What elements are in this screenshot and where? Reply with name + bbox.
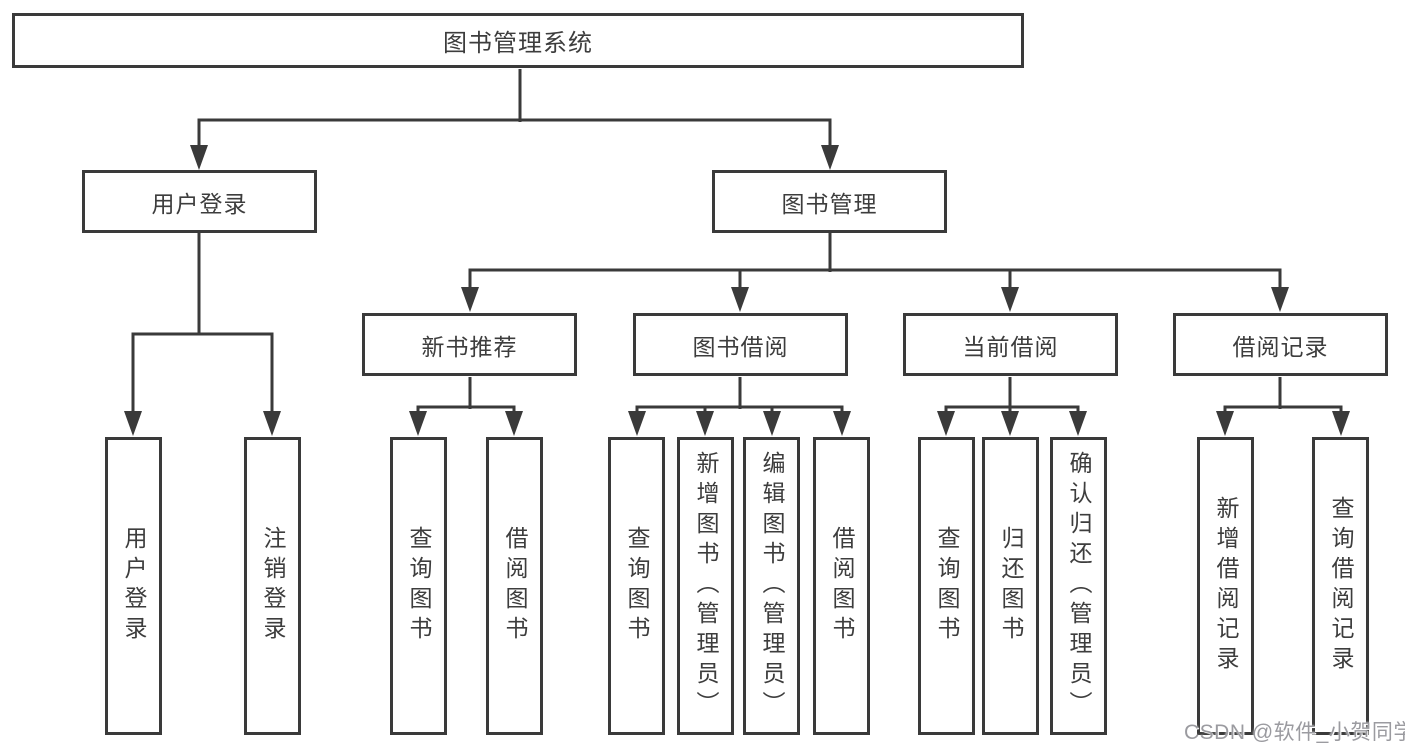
arrowhead [263, 411, 281, 436]
arrowhead [1001, 287, 1019, 312]
leaf-logout-login: 注销登录 [244, 437, 301, 735]
leaf-return-books-label: 归还图书 [998, 526, 1024, 646]
leaf-borrow-books-recommend: 借阅图书 [486, 437, 543, 735]
connector-book-borrow-group [635, 377, 844, 412]
arrowhead [821, 145, 839, 170]
arrowhead [763, 411, 781, 436]
leaf-query-books-recommend-label: 查询图书 [406, 526, 432, 646]
arrowhead [190, 145, 208, 170]
node-current-borrow: 当前借阅 [903, 313, 1118, 376]
arrowhead [696, 411, 714, 436]
node-book-borrow: 图书借阅 [633, 313, 848, 376]
arrowhead [731, 287, 749, 312]
node-book-borrow-label: 图书借阅 [692, 333, 789, 360]
node-current-borrow-label: 当前借阅 [962, 333, 1059, 360]
leaf-edit-books-admin-label: 编辑图书（管理员） [759, 451, 785, 721]
node-book-management-label: 图书管理 [781, 190, 878, 217]
leaf-query-books-borrow: 查询图书 [608, 437, 665, 735]
leaf-logout-login-label: 注销登录 [260, 526, 286, 646]
leaf-query-borrow-record-label: 查询借阅记录 [1328, 496, 1354, 676]
arrowhead [124, 411, 142, 436]
connector-current-borrow-group [944, 377, 1080, 412]
leaf-user-login-label: 用户登录 [121, 526, 147, 646]
leaf-confirm-return-admin: 确认归还（管理员） [1050, 437, 1107, 735]
connector-book-management-group [468, 233, 1282, 288]
leaf-add-books-admin: 新增图书（管理员） [677, 437, 734, 735]
arrowhead [833, 411, 851, 436]
arrowhead [505, 411, 523, 436]
leaf-add-books-admin-label: 新增图书（管理员） [693, 451, 719, 721]
node-root-system: 图书管理系统 [12, 13, 1024, 68]
leaf-user-login: 用户登录 [105, 437, 162, 735]
arrowhead [937, 411, 955, 436]
leaf-query-books-recommend: 查询图书 [390, 437, 447, 735]
leaf-add-borrow-record: 新增借阅记录 [1197, 437, 1254, 735]
arrowhead [1001, 411, 1019, 436]
connector-user-login-group [131, 233, 274, 411]
leaf-borrow-books-recommend-label: 借阅图书 [502, 526, 528, 646]
leaf-query-borrow-record: 查询借阅记录 [1312, 437, 1369, 735]
arrowhead [1332, 411, 1350, 436]
arrowheads [124, 145, 1350, 436]
node-user-login-label: 用户登录 [151, 190, 248, 217]
connector-borrow-records-group [1223, 377, 1343, 412]
node-borrow-records: 借阅记录 [1173, 313, 1388, 376]
leaf-borrow-books-label: 借阅图书 [829, 526, 855, 646]
arrowhead [461, 287, 479, 312]
leaf-add-borrow-record-label: 新增借阅记录 [1213, 496, 1239, 676]
connector-new-book-group [416, 377, 516, 412]
arrowhead [1271, 287, 1289, 312]
leaf-edit-books-admin: 编辑图书（管理员） [743, 437, 800, 735]
leaf-query-books-current-label: 查询图书 [934, 526, 960, 646]
arrowhead [409, 411, 427, 436]
leaf-confirm-return-admin-label: 确认归还（管理员） [1066, 451, 1092, 721]
node-new-book-recommend: 新书推荐 [362, 313, 577, 376]
leaf-borrow-books: 借阅图书 [813, 437, 870, 735]
leaf-return-books: 归还图书 [982, 437, 1039, 735]
arrowhead [628, 411, 646, 436]
leaf-query-books-borrow-label: 查询图书 [624, 526, 650, 646]
node-root-system-label: 图书管理系统 [443, 30, 593, 57]
arrowhead [1216, 411, 1234, 436]
arrowhead [1069, 411, 1087, 436]
connector-root-to-level2 [197, 69, 832, 147]
node-user-login: 用户登录 [82, 170, 317, 233]
leaf-query-books-current: 查询图书 [918, 437, 975, 735]
csdn-watermark: CSDN @软件_小贺同学 [1184, 721, 1405, 744]
node-borrow-records-label: 借阅记录 [1232, 333, 1329, 360]
node-book-management: 图书管理 [712, 170, 947, 233]
node-new-book-recommend-label: 新书推荐 [421, 333, 518, 360]
